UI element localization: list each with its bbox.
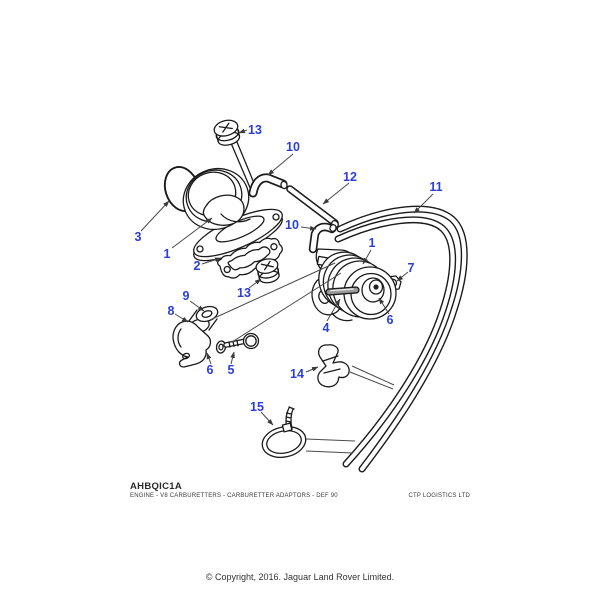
- elbow-hose-10-lower-drawing: [308, 222, 337, 254]
- leader-lines: [140, 128, 434, 454]
- elbow-hose-10-top-drawing: [248, 173, 288, 198]
- part-callout-10-1[interactable]: 10: [286, 139, 300, 154]
- part-callout-12-2[interactable]: 12: [343, 169, 357, 184]
- adaptor-1-left-drawing: [182, 141, 283, 262]
- copyright-notice: © Copyright, 2016. Jaguar Land Rover Lim…: [205, 572, 395, 582]
- part-callout-11-3[interactable]: 11: [429, 179, 443, 194]
- cable-tie-15-drawing: [261, 406, 307, 459]
- bolt-5-drawing: [223, 332, 260, 350]
- bracket-8-drawing: [172, 320, 212, 368]
- cap-13-top-drawing: [213, 119, 241, 146]
- adaptor-1-right-drawing: [311, 248, 402, 322]
- part-callout-4-14[interactable]: 4: [322, 320, 330, 335]
- part-callout-8-12[interactable]: 8: [167, 303, 175, 318]
- part-callout-5-16[interactable]: 5: [227, 362, 235, 377]
- part-callout-6-13[interactable]: 6: [386, 312, 394, 327]
- part-callout-2-7[interactable]: 2: [193, 258, 201, 273]
- washer-6-drawing: [215, 340, 227, 354]
- part-callout-13-10[interactable]: 13: [237, 285, 251, 300]
- diagram-description: ENGINE - V8 CARBURETTERS - CARBURETTER A…: [130, 493, 338, 499]
- part-callout-1-6[interactable]: 1: [163, 246, 171, 261]
- part-callout-6-15[interactable]: 6: [206, 362, 214, 377]
- cap-13-lower-drawing: [255, 258, 280, 284]
- part-callout-3-5[interactable]: 3: [134, 229, 142, 244]
- part-callout-13-0[interactable]: 13: [248, 122, 262, 137]
- gasket-2-drawing: [216, 237, 283, 279]
- part-callout-14-17[interactable]: 14: [290, 366, 304, 381]
- part-callout-7-9[interactable]: 7: [407, 260, 415, 275]
- hose-11-drawing: [334, 205, 468, 473]
- diagram-code: AHBQIC1A: [130, 481, 183, 492]
- part-callout-1-8[interactable]: 1: [368, 235, 376, 250]
- part-callout-10-4[interactable]: 10: [285, 217, 299, 232]
- part-callout-15-18[interactable]: 15: [250, 399, 264, 414]
- logistics-label: CTP LOGISTICS LTD: [408, 493, 470, 499]
- clip-14-drawing: [317, 344, 350, 388]
- part-callout-9-11[interactable]: 9: [182, 288, 190, 303]
